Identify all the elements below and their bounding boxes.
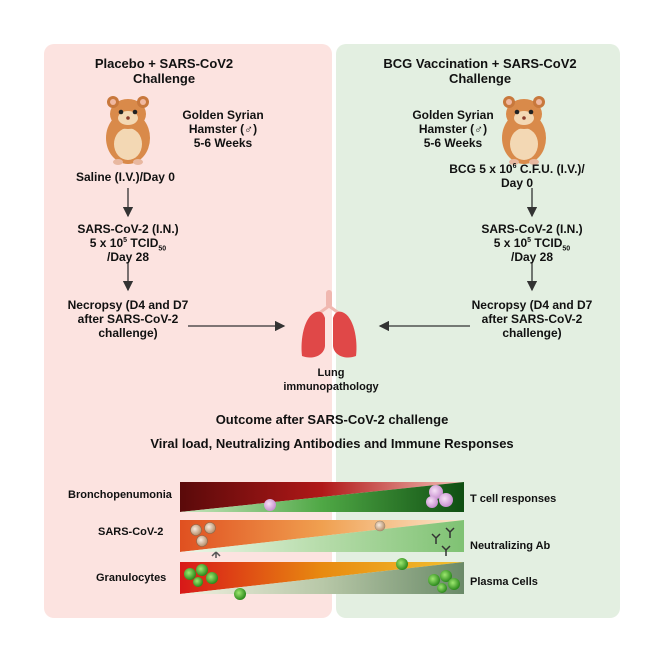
label-plasma-cells: Plasma Cells: [470, 576, 538, 588]
label-neutralizing-ab: Neutralizing Ab: [470, 540, 551, 552]
hamster-icon-left: [106, 96, 150, 165]
left-animal-label: Golden Syrian Hamster (♂) 5-6 Weeks: [168, 108, 278, 150]
left-necropsy-line1: Necropsy (D4 and D7: [67, 298, 189, 312]
bar-granulocytes: [180, 558, 464, 600]
right-challenge-line3: /Day 28: [510, 250, 554, 264]
left-challenge-line2: 5 x 105 TCID50: [89, 236, 167, 253]
label-sars-cov-2: SARS-CoV-2: [98, 526, 164, 538]
label-granulocytes: Granulocytes: [96, 572, 167, 584]
lung-label: Lung immunopathology: [276, 366, 386, 394]
right-animal-line1: Golden Syrian: [412, 108, 494, 122]
bar-sars-cov-2: [180, 520, 464, 558]
hamster-icon-right: [502, 96, 546, 165]
left-challenge-line3: /Day 28: [106, 250, 150, 264]
bar-bronchopneumonia: [180, 482, 464, 512]
right-bcg-line2: Day 0: [500, 176, 534, 190]
right-panel-title: BCG Vaccination + SARS-CoV2 Challenge: [383, 56, 577, 86]
right-step-necropsy: Necropsy (D4 and D7 after SARS-CoV-2 cha…: [462, 298, 602, 340]
left-necropsy-line3: challenge): [98, 326, 158, 340]
left-animal-line2: Hamster (♂): [188, 122, 258, 136]
outcome-subtitle: Viral load, Neutralizing Antibodies and …: [150, 436, 514, 451]
right-animal-label: Golden Syrian Hamster (♂) 5-6 Weeks: [398, 108, 508, 150]
left-step-necropsy: Necropsy (D4 and D7 after SARS-CoV-2 cha…: [58, 298, 198, 340]
right-necropsy-line2: after SARS-CoV-2: [481, 312, 583, 326]
lung-label-line2: immunopathology: [283, 381, 379, 393]
label-bronchopenumonia: Bronchopenumonia: [68, 489, 172, 501]
left-step-challenge: SARS-CoV-2 (I.N.) 5 x 105 TCID50 /Day 28: [58, 222, 198, 264]
left-animal-line1: Golden Syrian: [182, 108, 264, 122]
right-animal-line3: 5-6 Weeks: [423, 136, 483, 150]
right-bcg-line1: BCG 5 x 106 C.F.U. (I.V.)/: [449, 162, 585, 176]
right-animal-line2: Hamster (♂): [418, 122, 488, 136]
lung-label-line1: Lung: [317, 367, 345, 379]
right-step-challenge: SARS-CoV-2 (I.N.) 5 x 105 TCID50 /Day 28: [462, 222, 602, 264]
right-challenge-line1: SARS-CoV-2 (I.N.): [481, 222, 583, 236]
left-challenge-line1: SARS-CoV-2 (I.N.): [77, 222, 179, 236]
left-necropsy-line2: after SARS-CoV-2: [77, 312, 179, 326]
outcome-title: Outcome after SARS-CoV-2 challenge: [215, 412, 449, 427]
left-step-saline: Saline (I.V.)/Day 0: [76, 170, 175, 184]
left-panel-title: Placebo + SARS-CoV2 Challenge: [94, 56, 234, 86]
right-necropsy-line1: Necropsy (D4 and D7: [471, 298, 593, 312]
right-step-bcg: BCG 5 x 106 C.F.U. (I.V.)/ Day 0: [432, 162, 602, 190]
label-t-cell-responses: T cell responses: [470, 493, 557, 505]
left-animal-line3: 5-6 Weeks: [193, 136, 253, 150]
right-challenge-line2: 5 x 105 TCID50: [493, 236, 571, 253]
lung-icon: [301, 290, 357, 358]
right-necropsy-line3: challenge): [502, 326, 562, 340]
